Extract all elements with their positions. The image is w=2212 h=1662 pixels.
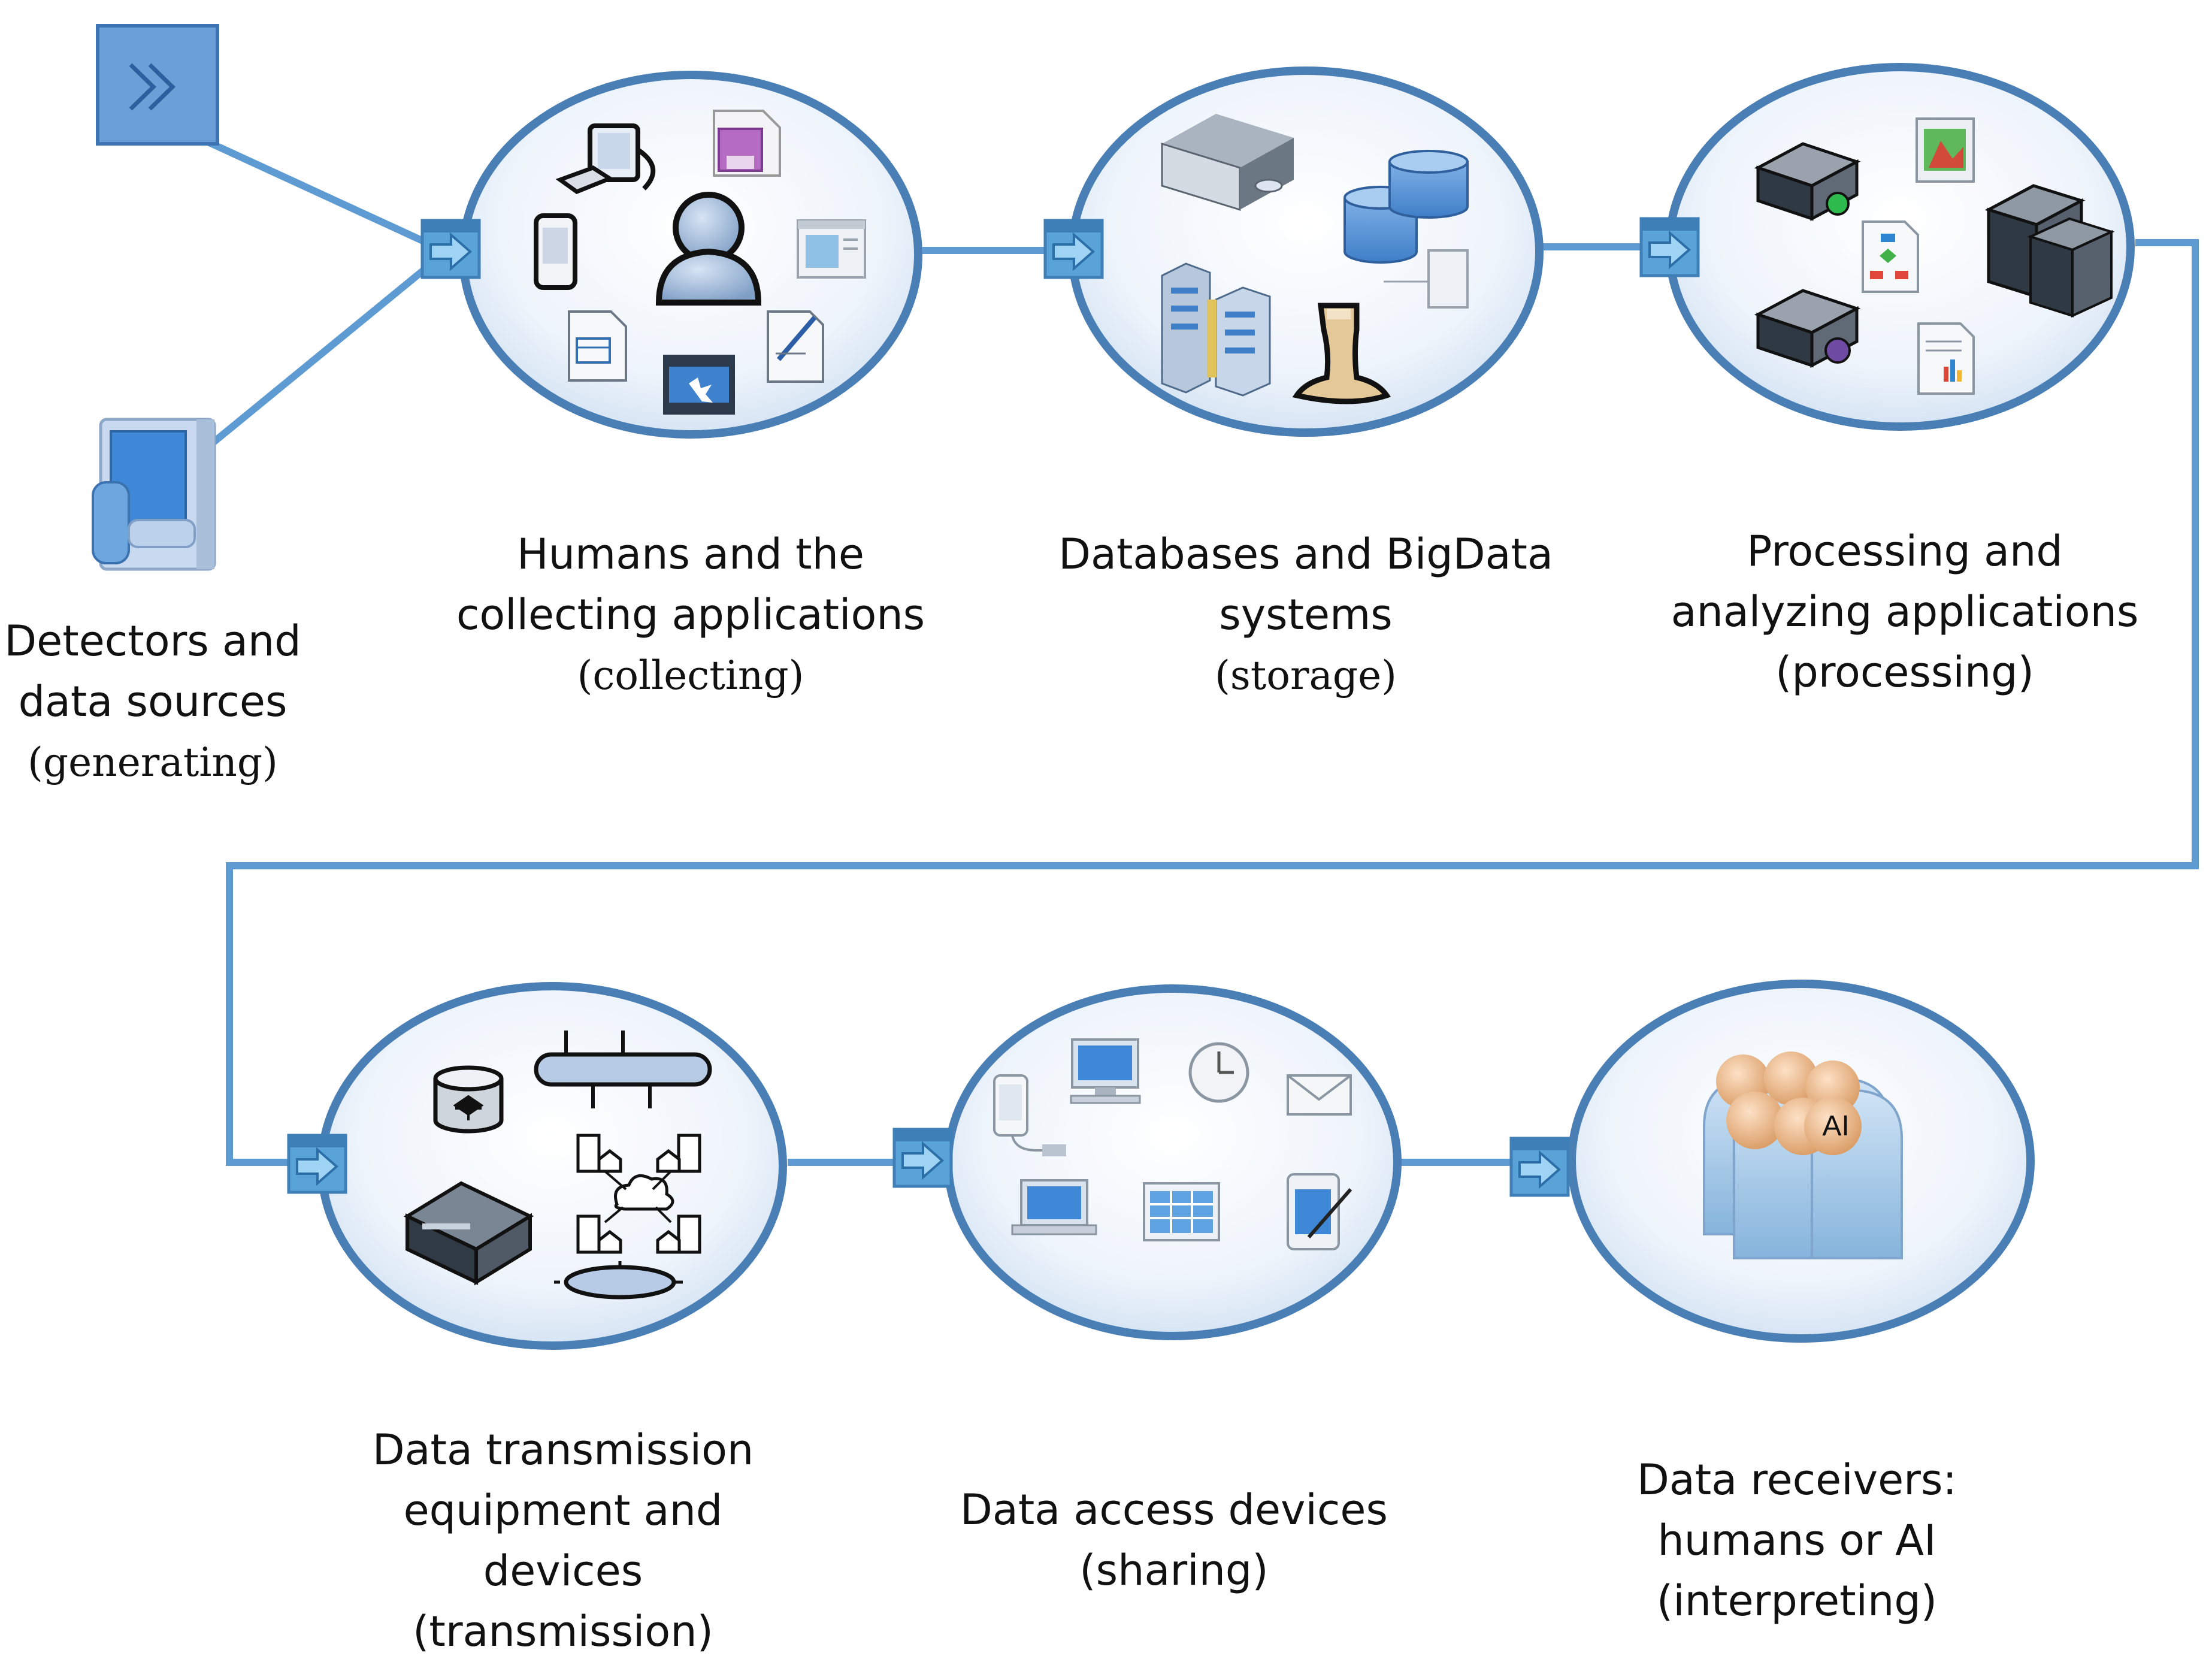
arrow-icon-storage: [1045, 220, 1102, 277]
processing-icons: [1754, 117, 2115, 395]
form-document-icon: [568, 310, 627, 382]
arrow-icon-collecting: [422, 220, 479, 277]
user-icon: [655, 192, 762, 306]
mobile-phone-icon: [534, 213, 577, 290]
ai-badge-text: AI: [1822, 1110, 1850, 1142]
label-processing-line1: Processing and: [1747, 527, 2063, 576]
label-processing-line2: analyzing applications: [1671, 587, 2139, 636]
connector-processing-to-transmission: [226, 239, 2199, 1166]
envelope-icon: [1287, 1074, 1352, 1116]
arrow-icon-sharing: [894, 1129, 951, 1186]
arrow-icon-processing: [1641, 219, 1698, 276]
ring-network-icon: [554, 1261, 683, 1300]
database-cylinders-icon: [1343, 150, 1469, 309]
arrow-icon-transmission: [289, 1135, 346, 1192]
label-detectors: Detectors and data sources (generating): [0, 611, 305, 793]
ellipse-transmission: [317, 982, 787, 1350]
magnet-drive-icon: [1292, 303, 1391, 404]
arrow-icon-receivers: [1511, 1138, 1568, 1195]
label-detectors-line2: data sources: [18, 677, 288, 726]
flowchart-document-icon: [1862, 220, 1919, 293]
connector-lines: [204, 137, 2199, 1166]
label-interpreting-line1: Data receivers:: [1636, 1455, 1957, 1504]
receivers-icons: [1703, 1051, 1903, 1259]
datacenter-buildings-icon: [1161, 262, 1271, 397]
tablet-pen-icon: [1287, 1173, 1352, 1250]
label-collecting: Humans and the collecting applications (…: [427, 524, 954, 706]
collecting-icons: [534, 110, 866, 415]
ellipse-sharing: [944, 984, 1402, 1340]
video-film-icon: [663, 355, 735, 415]
label-transmission-line2: equipment and: [403, 1486, 723, 1535]
people-group-icon: [1703, 1051, 1903, 1259]
double-chevron-icon: [129, 63, 176, 111]
report-document-icon: [1917, 322, 1975, 395]
label-sharing: Data access devices (sharing): [916, 1480, 1432, 1601]
source-box: [96, 24, 219, 146]
label-storage-line2: systems: [1219, 590, 1393, 639]
label-detectors-line3: (generating): [28, 739, 278, 785]
application-window-icon: [797, 219, 866, 279]
label-interpreting-line3: (interpreting): [1656, 1576, 1938, 1625]
label-transmission-line1: Data transmission: [372, 1425, 754, 1474]
server-disk-icon: [1754, 289, 1861, 368]
server-cluster-icon: [1984, 184, 2115, 318]
label-storage-line3: (storage): [1215, 652, 1397, 699]
monitor-icon: [1070, 1038, 1141, 1104]
clock-icon: [1188, 1042, 1249, 1103]
sharing-icons: [993, 1038, 1352, 1250]
label-storage-line1: Databases and BigData: [1058, 530, 1553, 579]
connector-source-to-collecting: [204, 137, 448, 255]
smartphone-icon: [993, 1074, 1066, 1156]
floppy-disk-icon: [713, 110, 781, 177]
router-icon: [433, 1065, 504, 1134]
cloud-network-icon: [576, 1134, 701, 1254]
chart-image-icon: [1916, 117, 1975, 183]
label-interpreting-line2: humans or AI: [1657, 1516, 1936, 1565]
tablet-detector-icon: [92, 418, 216, 571]
label-transmission-line4: (transmission): [413, 1607, 713, 1656]
server-rack-icon: [1161, 114, 1294, 211]
label-collecting-line1: Humans and the: [517, 530, 864, 579]
label-collecting-line3: (collecting): [577, 652, 804, 699]
label-collecting-line2: collecting applications: [456, 590, 925, 639]
desktop-computer-icon: [555, 123, 656, 194]
label-detectors-line1: Detectors and: [4, 617, 301, 666]
label-interpreting: Data receivers: humans or AI (interpreti…: [1557, 1450, 2037, 1631]
ellipse-storage: [1068, 67, 1544, 437]
label-transmission-line3: devices: [483, 1546, 643, 1595]
label-sharing-line2: (sharing): [1079, 1546, 1269, 1595]
server-gear-icon: [1754, 142, 1861, 222]
label-storage: Databases and BigData systems (storage): [1036, 524, 1575, 706]
label-sharing-line1: Data access devices: [960, 1485, 1388, 1534]
network-switch-icon: [403, 1181, 534, 1286]
storage-icons: [1161, 114, 1469, 404]
connector-detector-to-collecting: [206, 249, 449, 449]
label-processing-line3: (processing): [1775, 648, 2034, 697]
table-window-icon: [1143, 1182, 1220, 1241]
network-bus-icon: [534, 1031, 712, 1108]
label-transmission: Data transmission equipment and devices …: [311, 1420, 815, 1662]
laptop-icon: [1011, 1179, 1097, 1235]
label-processing: Processing and analyzing applications (p…: [1629, 521, 2180, 703]
note-pen-icon: [767, 310, 824, 383]
transmission-icons: [403, 1031, 712, 1300]
